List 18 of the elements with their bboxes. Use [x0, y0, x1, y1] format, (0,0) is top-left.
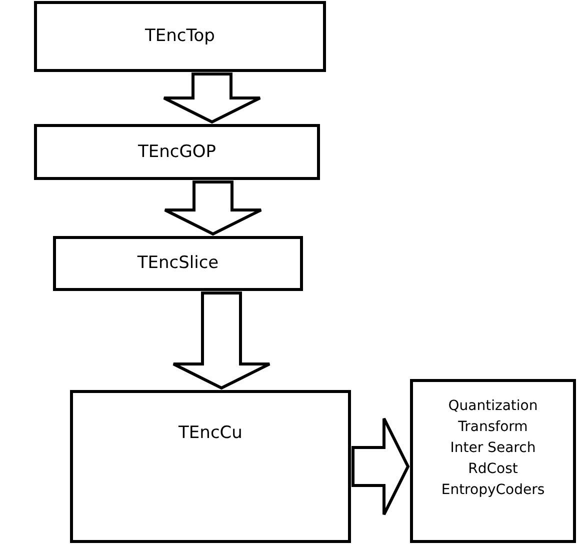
process-box — [70, 390, 351, 543]
process-box — [53, 236, 303, 291]
box-label: EntropyCoders — [441, 481, 545, 500]
box-label: TEncSlice — [137, 253, 219, 274]
block-arrow — [172, 292, 271, 390]
process-box — [34, 124, 320, 180]
box-label: Quantization — [448, 397, 538, 416]
box-label: TEncTop — [145, 26, 215, 46]
process-box — [410, 379, 576, 543]
box-label: TEncGOP — [138, 142, 216, 162]
block-arrow — [162, 72, 262, 124]
box-label: TEncCu — [178, 423, 242, 444]
block-arrow — [164, 180, 262, 236]
block-arrow — [352, 417, 410, 516]
process-box — [34, 1, 326, 72]
box-label: Transform — [458, 418, 528, 437]
box-label: Inter Search — [450, 439, 536, 458]
box-label: RdCost — [468, 460, 518, 479]
